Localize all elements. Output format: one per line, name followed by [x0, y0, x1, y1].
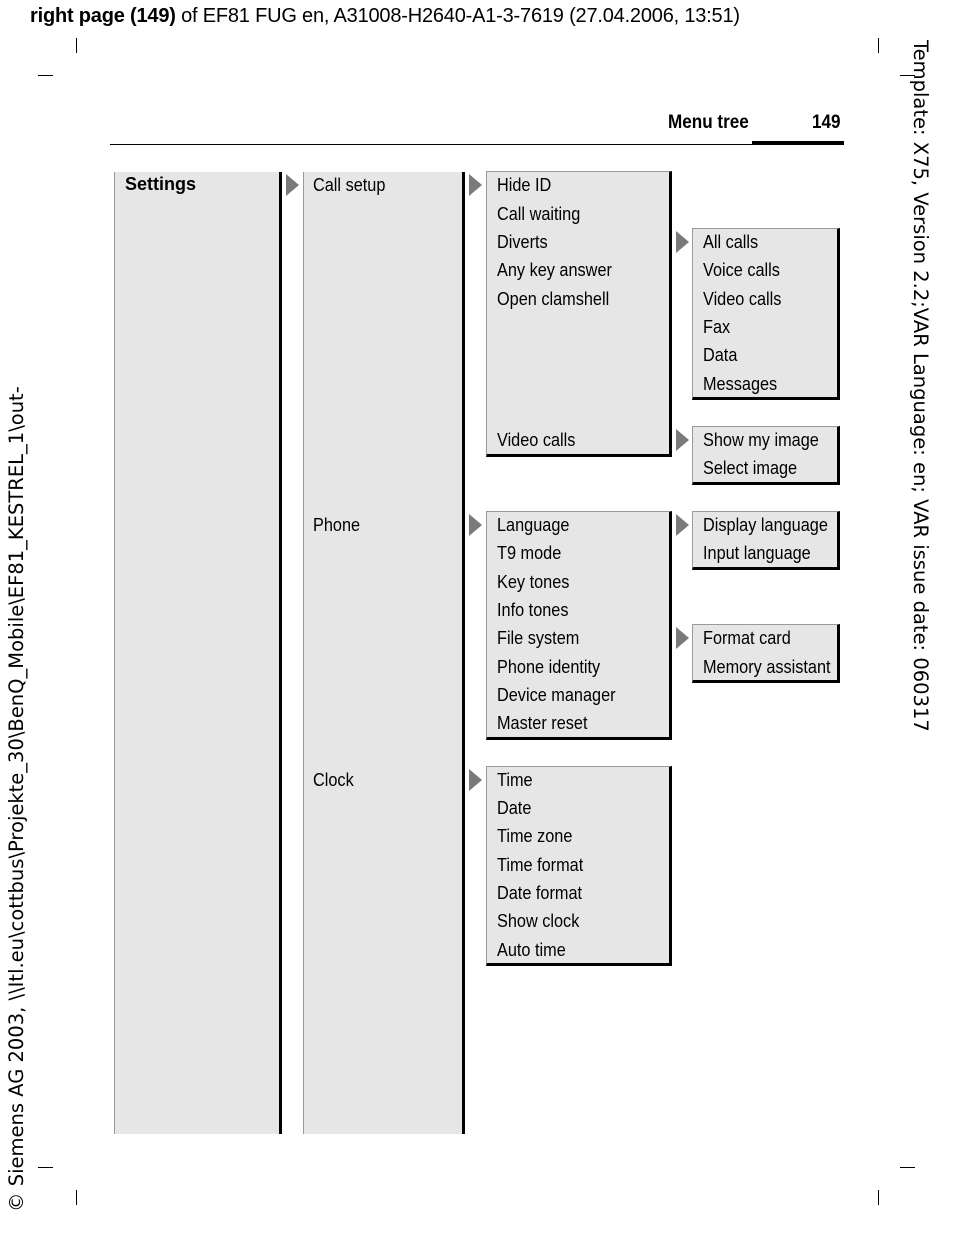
- menu-item: Time: [497, 769, 533, 790]
- phone-submenu: [486, 511, 672, 740]
- menu-item: Diverts: [497, 231, 548, 252]
- menu-item: Video calls: [703, 288, 782, 309]
- menu-item: Select image: [703, 457, 798, 478]
- right-triangle-icon: [676, 627, 689, 649]
- menu-item: Show my image: [703, 429, 819, 450]
- right-triangle-icon: [676, 231, 689, 253]
- video-calls-submenu: [692, 426, 840, 485]
- menu-item: Any key answer: [497, 259, 612, 280]
- header-rule: [110, 144, 844, 145]
- menu-item: Auto time: [497, 939, 566, 960]
- language-submenu: [692, 511, 840, 570]
- header-rule-thick: [752, 141, 844, 145]
- running-head: right page (149) of EF81 FUG en, A31008-…: [30, 5, 740, 28]
- menu-item: Voice calls: [703, 259, 780, 280]
- right-triangle-icon: [469, 514, 482, 536]
- section-title: Menu tree: [668, 112, 749, 133]
- running-head-bold: right page (149): [30, 5, 176, 27]
- menu-item: Date format: [497, 882, 583, 903]
- column-shadow: [462, 172, 465, 1134]
- level1-column: [303, 172, 464, 1134]
- menu-call-setup: Call setup: [313, 174, 386, 195]
- running-head-rest: of EF81 FUG en, A31008-H2640-A1-3-7619 (…: [175, 5, 740, 27]
- diverts-submenu: [692, 228, 840, 400]
- menu-item: Info tones: [497, 599, 569, 620]
- right-triangle-icon: [286, 174, 299, 196]
- menu-item: Open clamshell: [497, 288, 610, 309]
- copyright-path: © Siemens AG 2003, \\Itl.eu\cottbus\Proj…: [5, 386, 28, 1212]
- right-triangle-icon: [469, 174, 482, 196]
- crop-mark: [878, 1190, 879, 1205]
- menu-phone: Phone: [313, 514, 361, 535]
- menu-item: Video calls: [497, 429, 576, 450]
- menu-item: Memory assistant: [703, 656, 831, 677]
- menu-item: Master reset: [497, 712, 588, 733]
- menu-item: Fax: [703, 316, 731, 337]
- menu-settings: Settings: [125, 174, 197, 194]
- template-info: Template: X75, Version 2.2;VAR Language:…: [909, 40, 932, 732]
- menu-item: Display language: [703, 514, 828, 535]
- menu-item: Messages: [703, 373, 778, 394]
- menu-item: Device manager: [497, 684, 616, 705]
- menu-item: File system: [497, 627, 580, 648]
- call-setup-submenu: [486, 171, 672, 457]
- crop-mark: [38, 1167, 53, 1168]
- menu-item: All calls: [703, 231, 759, 252]
- menu-item: Input language: [703, 542, 811, 563]
- menu-item: Date: [497, 797, 532, 818]
- menu-item: Show clock: [497, 910, 580, 931]
- menu-item: Key tones: [497, 571, 570, 592]
- menu-item: Data: [703, 344, 738, 365]
- menu-item: Phone identity: [497, 656, 601, 677]
- crop-mark: [76, 1190, 77, 1205]
- menu-item: Language: [497, 514, 570, 535]
- right-triangle-icon: [676, 514, 689, 536]
- clock-submenu: [486, 766, 672, 966]
- crop-mark: [878, 38, 879, 53]
- crop-mark: [76, 38, 77, 53]
- menu-item: Time format: [497, 854, 584, 875]
- column-shadow: [279, 172, 282, 1134]
- page-number: 149: [812, 112, 841, 133]
- settings-column: [114, 172, 281, 1134]
- menu-clock: Clock: [313, 769, 354, 790]
- menu-item: T9 mode: [497, 542, 562, 563]
- menu-item: Format card: [703, 627, 791, 648]
- crop-mark: [38, 75, 53, 76]
- file-system-submenu: [692, 624, 840, 683]
- menu-item: Time zone: [497, 825, 573, 846]
- crop-mark: [900, 75, 915, 76]
- right-triangle-icon: [676, 429, 689, 451]
- menu-item: Hide ID: [497, 174, 552, 195]
- menu-item: Call waiting: [497, 203, 581, 224]
- right-triangle-icon: [469, 769, 482, 791]
- crop-mark: [900, 1167, 915, 1168]
